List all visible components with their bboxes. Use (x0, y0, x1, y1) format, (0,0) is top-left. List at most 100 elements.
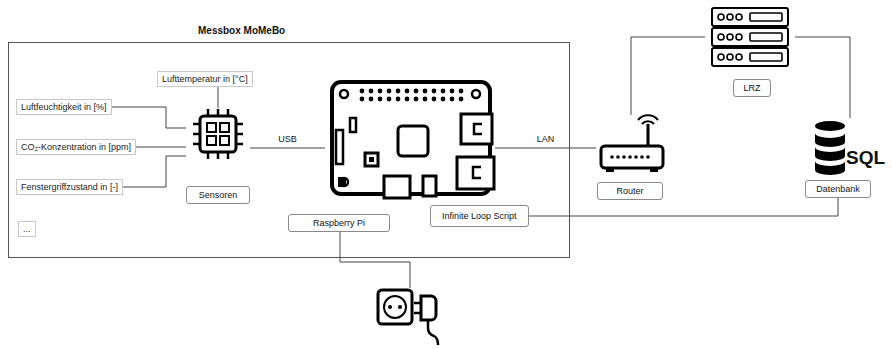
power-plug-icon (398, 305, 402, 309)
server-leds (718, 54, 724, 60)
connector (250, 148, 325, 149)
router-icon (601, 115, 663, 172)
router-icon (638, 115, 658, 120)
connector (631, 37, 705, 115)
server-icon (712, 28, 788, 46)
gpio-pins (450, 89, 455, 94)
gpio-pins (414, 89, 419, 94)
connector (136, 147, 186, 148)
router-icon (650, 168, 658, 172)
gpio-pins (360, 89, 464, 102)
chip-pins (193, 109, 243, 159)
server-leds (750, 33, 782, 41)
measured-quantity: Lufttemperatur in [°C] (157, 71, 253, 87)
node-label: Raspberry Pi (288, 214, 390, 232)
raspberry-pi-board (473, 167, 481, 178)
gpio-pins (369, 97, 374, 102)
database-icon (815, 133, 845, 147)
gpio-pins (387, 89, 392, 94)
edge-label: LAN (535, 134, 557, 144)
gpio-pins (423, 97, 428, 102)
node-label: Infinite Loop Script (442, 211, 517, 221)
power-plug-icon (378, 290, 412, 324)
gpio-pins (378, 97, 383, 102)
measured-quantity: Luftfeuchtigkeit in [%] (16, 99, 112, 115)
connector (112, 107, 186, 128)
sensor-unit: Sensoren (186, 108, 250, 204)
raspberry-pi-board (340, 90, 348, 98)
node-label: Luftfeuchtigkeit in [%] (21, 102, 107, 112)
router-leds (628, 155, 632, 159)
raspberry-pi-board (336, 130, 343, 164)
enclosure-box: Messbox MoMeBoLufttemperatur in [°C]Luft… (8, 42, 570, 258)
server-leds (727, 14, 733, 20)
raspberry-pi-board (338, 177, 346, 187)
router-leds (640, 155, 644, 159)
server-leds (718, 14, 724, 20)
script-box: Infinite Loop Script (430, 205, 529, 227)
gpio-pins (405, 97, 410, 102)
more-quantities: ... (18, 221, 36, 237)
icon-caption: SQL (846, 147, 885, 169)
server-leds (727, 54, 733, 60)
raspberry-pi-board (369, 157, 374, 162)
server: LRZ (705, 5, 795, 97)
database-icon (815, 121, 845, 131)
chip-icon (200, 116, 236, 152)
gpio-pins (396, 97, 401, 102)
connector (495, 148, 596, 149)
server-leds (736, 34, 742, 40)
node-label: CO₂-Konzentration in [ppm] (21, 142, 131, 152)
router: Router (596, 115, 666, 200)
gpio-pins (405, 89, 410, 94)
chip-icon (207, 123, 216, 132)
power-plug-icon (428, 320, 438, 345)
gpio-pins (360, 89, 365, 94)
gpio-pins (414, 97, 419, 102)
gpio-pins (459, 89, 464, 94)
router-icon (642, 121, 654, 124)
gpio-pins (369, 89, 374, 94)
node-label: ... (23, 224, 31, 234)
power-wire (340, 232, 410, 288)
gpio-pins (450, 97, 455, 102)
server-icon (712, 8, 788, 26)
gpio-pins (378, 89, 383, 94)
server-leds (718, 34, 724, 40)
connector (795, 37, 850, 118)
raspberry-pi-board (398, 126, 428, 156)
node-label: Router (597, 182, 663, 200)
connector (529, 198, 838, 216)
raspberry-pi-board (423, 176, 436, 196)
router-leds (622, 155, 626, 159)
server-leds (750, 13, 782, 21)
server-icon (712, 48, 788, 66)
server-leds (750, 53, 782, 61)
edge-label: USB (276, 134, 299, 144)
connector (218, 87, 219, 108)
router-leds (646, 155, 650, 159)
gpio-pins (441, 97, 446, 102)
node-label: Sensoren (186, 186, 250, 204)
node-label: Datenbank (805, 180, 871, 198)
raspberry-pi-board (365, 153, 378, 166)
gpio-pins (423, 89, 428, 94)
power-wire (340, 232, 410, 288)
power-plug-icon (421, 296, 436, 320)
router-leds (610, 155, 614, 159)
database-icon (815, 161, 845, 175)
chip-icon (220, 136, 229, 145)
group-title: Messbox MoMeBo (198, 25, 285, 36)
raspberry-pi-board (461, 114, 492, 144)
chip-icon (207, 136, 216, 145)
measured-quantity: CO₂-Konzentration in [ppm] (16, 139, 136, 155)
raspberry-pi-board (474, 124, 482, 134)
gpio-pins (441, 89, 446, 94)
database-icon (815, 147, 845, 161)
raspberry-pi-board (384, 176, 410, 198)
router-leds (610, 155, 650, 159)
measured-quantity: Fenstergriffzustand in [-] (16, 179, 123, 195)
chip-icon (220, 123, 229, 132)
server-leds (736, 54, 742, 60)
